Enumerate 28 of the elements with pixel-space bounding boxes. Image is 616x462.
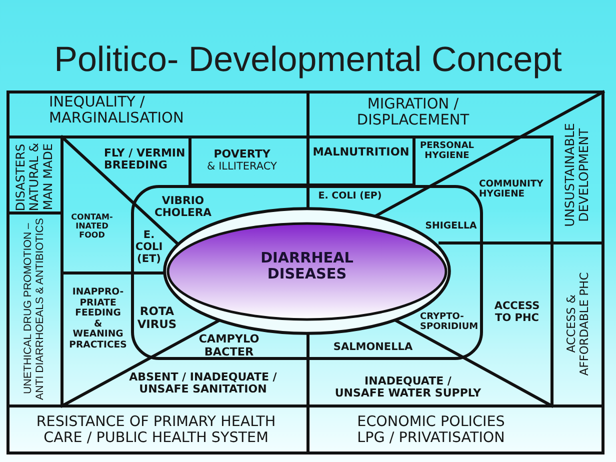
cause-label: ACCESS TO PHC — [494, 301, 540, 325]
cause-label: INAPPRO- PRIATE FEEDING & WEANING PRACTICES — [69, 288, 127, 350]
factor-label: UNSUSTAINABLE DEVELOPMENT — [562, 123, 592, 227]
pathogen-label: ROTA VIRUS — [137, 305, 177, 331]
cause-label: COMMUNITY HYGIENE — [479, 180, 544, 200]
pathogen-label: E. COLI (ET) — [135, 230, 163, 266]
cause-label: CONTAM- INATED FOOD — [71, 212, 113, 240]
slide-title: Politico- Developmental Concept — [54, 40, 562, 80]
pathogen-label: SHIGELLA — [425, 222, 477, 232]
pathogen-label: SALMONELLA — [333, 342, 413, 354]
cause-label: FLY / VERMIN BREEDING — [104, 148, 186, 172]
cause-label: INADEQUATE / UNSAFE WATER SUPPLY — [334, 376, 482, 400]
factor-label: INEQUALITY / MARGINALISATION — [49, 94, 184, 128]
factor-label: RESISTANCE OF PRIMARY HEALTH CARE / PUBLIC HEALTH SYSTEM — [36, 414, 276, 446]
cause-label: MALNUTRITION — [312, 146, 410, 160]
factor-label: ECONOMIC POLICIES LPG / PRIVATISATION — [357, 414, 505, 446]
pathogen-label: CRYPTO- SPORIDIUM — [420, 312, 478, 332]
outcome-label: DIARRHEAL DISEASES — [260, 250, 354, 284]
pathogen-label: E. COLI (EP) — [318, 192, 382, 202]
factor-label: ACCESS & AFFORDABLE PHC — [565, 272, 591, 376]
cause-label: ABSENT / INADEQUATE / UNSAFE SANITATION — [129, 372, 277, 396]
cause-label: PERSONAL HYGIENE — [420, 140, 474, 162]
pathogen-label: VIBRIO CHOLERA — [154, 194, 212, 220]
factor-label: DISASTERS NATURAL & MAN MADE — [14, 142, 56, 212]
factor-label: MIGRATION / DISPLACEMENT — [356, 96, 470, 130]
factor-label: UNETHICAL DRUG PROMOTION – ANTI DIARRHOEALS & ANTIBIOTICS — [23, 218, 47, 400]
cause-label: POVERTY & ILLITERACY — [207, 148, 277, 174]
pathogen-label: CAMPYLO BACTER — [198, 333, 260, 359]
